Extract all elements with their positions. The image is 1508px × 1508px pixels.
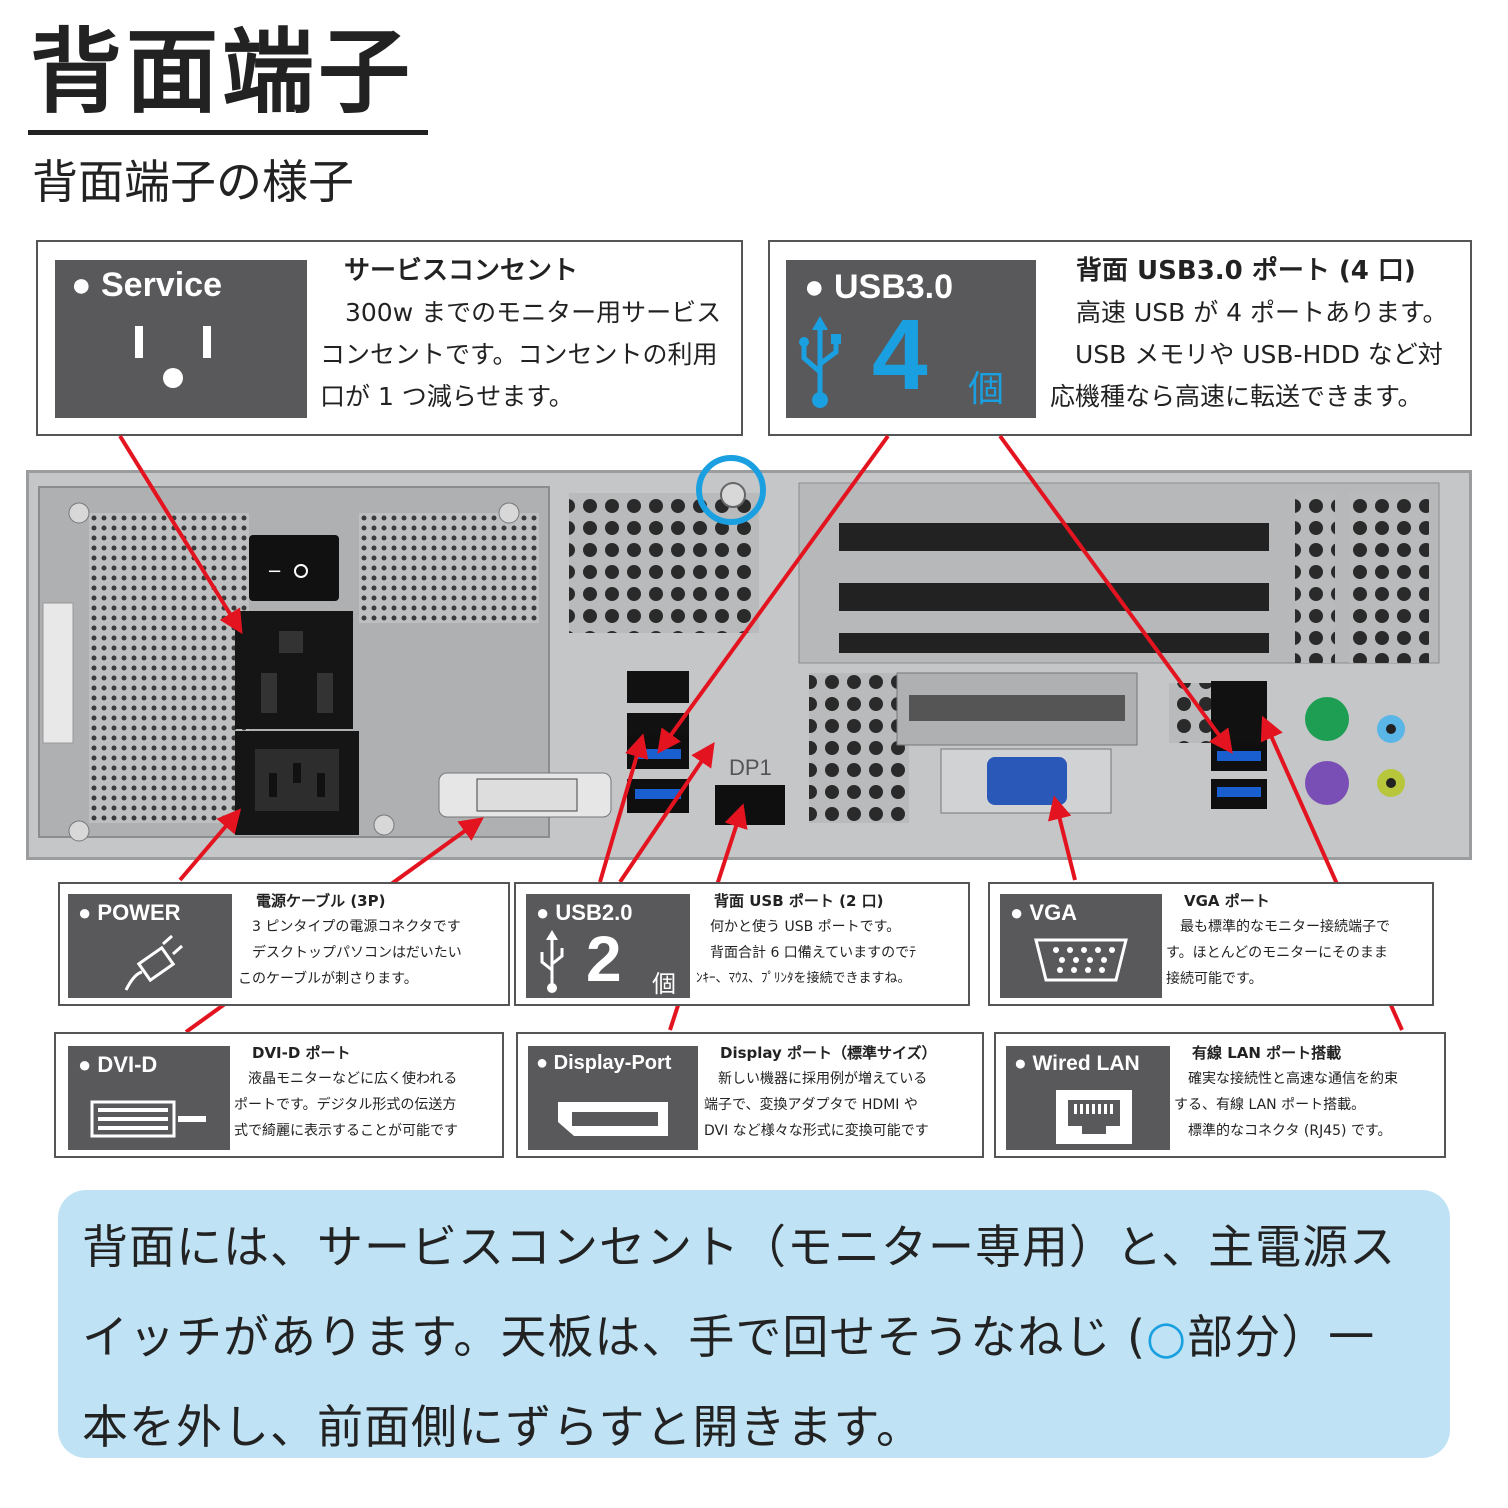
usb2-line: ﾝｷｰ、ﾏｳｽ、ﾌﾟﾘﾝﾀを接続できますね。 [696,971,911,986]
vga-line: す。ほとんどのモニターにそのまま [1166,945,1388,961]
vga-heading: VGA ポート [1184,892,1270,910]
usb3-badge: ● USB3.0 4 個 [786,260,1036,418]
dvi-line: 液晶モニターなどに広く使われる [234,1071,458,1087]
note-text-part: 背面には、サービスコンセント（モニター専用）と、主電源スイッチがあります。天板は… [82,1220,1397,1364]
dvi-badge: ● DVI-D [68,1046,230,1150]
dvi-line: 式で綺麗に表示することが可能です [234,1123,458,1139]
lan-callout: ● Wired LAN 有線 LAN ポート搭載 確実な接続性と高速な通信を約束… [994,1032,1446,1158]
power-line: 3 ピンタイプの電源コネクタです [238,919,461,935]
vga-line: 接続可能です。 [1166,971,1263,987]
dp-heading: Display ポート（標準サイズ） [720,1044,937,1062]
svg-text:−: − [267,561,282,582]
vga-badge: ● VGA [1000,894,1162,998]
dp-line: 端子で、変換アダプタで HDMI や [704,1097,918,1113]
usb3-line: 応機種なら高速に転送できます。 [1050,382,1423,411]
vga-connector-icon [1034,938,1128,982]
usb3-count: 4 [872,299,928,411]
usb2-unit: 個 [652,970,676,998]
usb2-callout: ● USB2.0 2 個 背面 USB ポート (2 口) 何かと使う USB … [514,882,970,1006]
service-line: 口が 1 つ減らせます。 [320,382,574,411]
usb3-unit: 個 [968,369,1005,410]
dvi-connector-icon [90,1100,206,1138]
usb-icon [799,316,841,408]
power-line: デスクトップパソコンはだいたい [238,945,462,961]
dvi-badge-label: ● DVI-D [78,1052,158,1077]
lan-line: する、有線 LAN ポート搭載。 [1174,1097,1366,1113]
lan-line: 確実な接続性と高速な通信を約束 [1174,1071,1398,1087]
service-badge-label: ● Service [71,266,222,304]
dp-line: 新しい機器に採用例が増えている [704,1071,928,1087]
ethernet-port-icon [1056,1090,1132,1144]
pc-rear-panel: − [26,470,1472,860]
usb3-line: 高速 USB が 4 ポートあります。 [1076,298,1448,327]
dvi-heading: DVI-D ポート [252,1044,351,1062]
page-title: 背面端子 [30,19,415,126]
note-text: 背面には、サービスコンセント（モニター専用）と、主電源スイッチがあります。天板は… [82,1202,1422,1472]
usb3-badge-label: ● USB3.0 [804,268,954,306]
usb2-line: 背面合計 6 口備えていますのでﾃ [696,945,917,961]
usb3-callout: ● USB3.0 4 個 背面 USB3.0 ポート (4 口) 高速 USB … [768,240,1472,436]
lan-heading: 有線 LAN ポート搭載 [1192,1044,1342,1062]
usb2-description: 背面 USB ポート (2 口) 何かと使う USB ポートです。 背面合計 6… [696,888,970,992]
dp-callout: ● Display-Port Display ポート（標準サイズ） 新しい機器に… [516,1032,984,1158]
service-line: コンセントです。コンセントの利用 [320,340,718,369]
dp-port-label: DP1 [729,755,772,780]
pc-rear-illustration: − [29,473,1469,857]
displayport-icon [558,1102,668,1136]
vga-badge-label: ● VGA [1010,900,1078,925]
usb2-badge: ● USB2.0 2 個 [526,894,690,998]
usb-icon [540,930,564,993]
dp-description: Display ポート（標準サイズ） 新しい機器に採用例が増えている 端子で、変… [704,1040,984,1144]
service-callout: ● Service サービスコンセント 300w までのモニター用サービス コン… [36,240,743,436]
lan-description: 有線 LAN ポート搭載 確実な接続性と高速な通信を約束 する、有線 LAN ポ… [1174,1040,1446,1144]
usb3-line: USB メモリや USB-HDD など対 [1050,340,1443,369]
lan-line: 標準的なコネクタ (RJ45) です。 [1174,1123,1392,1139]
usb2-line: 何かと使う USB ポートです。 [696,919,901,935]
usb2-badge-label: ● USB2.0 [536,900,633,925]
lan-badge: ● Wired LAN [1006,1046,1170,1150]
vga-callout: ● VGA VGA ポート 最も標準的なモニター接続端子で す。ほとんどのモニタ… [988,882,1434,1006]
usb2-heading: 背面 USB ポート (2 口) [714,892,884,910]
dp-badge-label: ● Display-Port [536,1052,672,1074]
title-underline [28,130,428,135]
note-text-part: 部分）一本を外し、前面側にずらすと開きます。 [82,1310,1376,1454]
power-line: このケーブルが刺さります。 [238,971,418,987]
service-line: 300w までのモニター用サービス [320,298,722,327]
dp-badge: ● Display-Port [528,1046,698,1150]
power-callout: ● POWER 電源ケーブル (3P) 3 ピンタイプの電源コネクタです デスク… [58,882,510,1006]
service-description: サービスコンセント 300w までのモニター用サービス コンセントです。コンセン… [320,250,740,418]
dp-line: DVI など様々な形式に変換可能です [704,1123,929,1139]
power-badge-label: ● POWER [78,900,181,925]
usb3-heading: 背面 USB3.0 ポート (4 口) [1076,256,1416,286]
usb2-count: 2 [586,923,622,995]
power-description: 電源ケーブル (3P) 3 ピンタイプの電源コネクタです デスクトップパソコンは… [238,888,510,992]
outlet-icon [135,326,211,388]
lan-badge-label: ● Wired LAN [1014,1052,1140,1075]
vga-description: VGA ポート 最も標準的なモニター接続端子で す。ほとんどのモニターにそのまま… [1166,888,1434,992]
note-box: 背面には、サービスコンセント（モニター専用）と、主電源スイッチがあります。天板は… [58,1190,1450,1458]
power-plug-icon [124,934,183,991]
dvi-line: ポートです。デジタル形式の伝送方 [234,1097,457,1113]
dvi-callout: ● DVI-D DVI-D ポート 液晶モニターなどに広く使われる ポートです。… [54,1032,504,1158]
dvi-description: DVI-D ポート 液晶モニターなどに広く使われる ポートです。デジタル形式の伝… [234,1040,504,1144]
vga-line: 最も標準的なモニター接続端子で [1166,919,1390,935]
power-heading: 電源ケーブル (3P) [256,892,386,910]
circle-marker: ○ [1145,1310,1188,1364]
power-badge: ● POWER [68,894,232,998]
usb3-description: 背面 USB3.0 ポート (4 口) 高速 USB が 4 ポートあります。 … [1050,250,1470,418]
page-subtitle: 背面端子の様子 [32,155,354,209]
service-heading: サービスコンセント [344,256,579,286]
service-badge: ● Service [55,260,307,418]
